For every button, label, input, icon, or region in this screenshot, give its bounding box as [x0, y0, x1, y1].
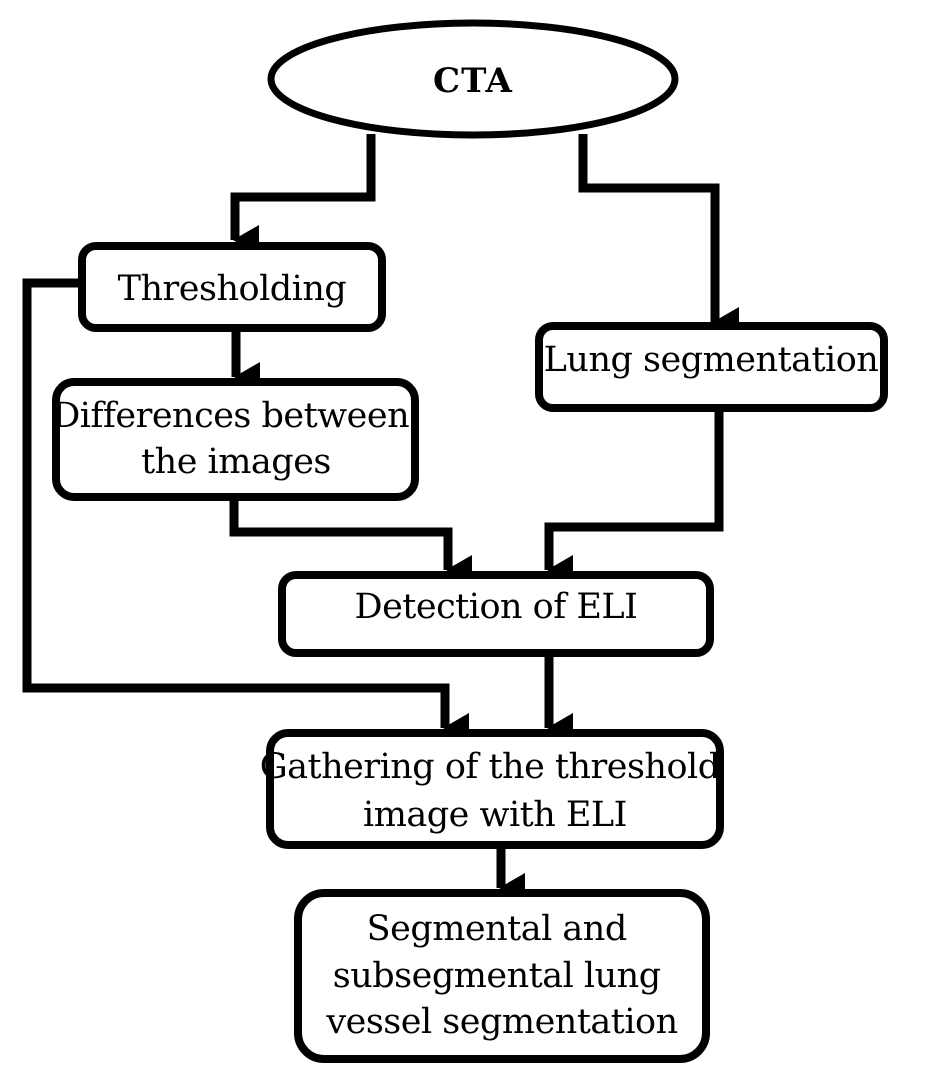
node-detection-label: Detection of ELI	[355, 587, 638, 627]
node-gathering-line-2: image with ELI	[363, 795, 627, 835]
connector-lung-segmentation-to-detection	[544, 410, 724, 585]
node-lung-segmentation: Lung segmentation	[535, 322, 888, 412]
node-differences: Differences between the images	[52, 378, 420, 501]
node-thresholding-label: Thresholding	[118, 269, 347, 309]
connector-cta-to-lung-segmentation	[578, 134, 739, 337]
connector-thresholding-bypass-to-gathering	[22, 278, 469, 743]
node-lung-segmentation-label: Lung segmentation	[544, 340, 879, 380]
segmental-box	[294, 889, 710, 1063]
node-differences-label: Differences between the images	[52, 396, 420, 482]
start-ellipse	[267, 19, 679, 139]
node-segmental-line-3: vessel segmentation	[325, 1002, 677, 1042]
node-segmental: Segmental and subsegmental lung vessel s…	[294, 889, 710, 1063]
node-segmental-line-2: subsegmental lung	[333, 956, 661, 996]
lung-segmentation-box	[535, 322, 888, 412]
connector-cta-to-thresholding	[230, 134, 376, 255]
node-thresholding: Thresholding	[78, 242, 386, 332]
detection-box	[278, 571, 714, 657]
node-differences-line-2: the images	[141, 442, 331, 482]
connector-differences-to-detection	[229, 499, 472, 585]
node-detection: Detection of ELI	[278, 571, 714, 657]
node-gathering-line-1: Gathering of the threshold	[260, 747, 720, 787]
thresholding-box	[78, 242, 386, 332]
node-differences-line-1: Differences between	[52, 396, 409, 436]
node-segmental-label: Segmental and subsegmental lung vessel s…	[325, 909, 677, 1042]
node-cta: CTA	[267, 19, 679, 139]
node-gathering-label: Gathering of the threshold image with EL…	[260, 747, 731, 835]
gathering-box	[266, 729, 724, 849]
node-segmental-line-1: Segmental and	[367, 909, 627, 949]
differences-box	[52, 378, 419, 501]
connectors	[22, 134, 739, 903]
node-cta-label: CTA	[433, 61, 513, 101]
node-gathering: Gathering of the threshold image with EL…	[260, 729, 731, 849]
